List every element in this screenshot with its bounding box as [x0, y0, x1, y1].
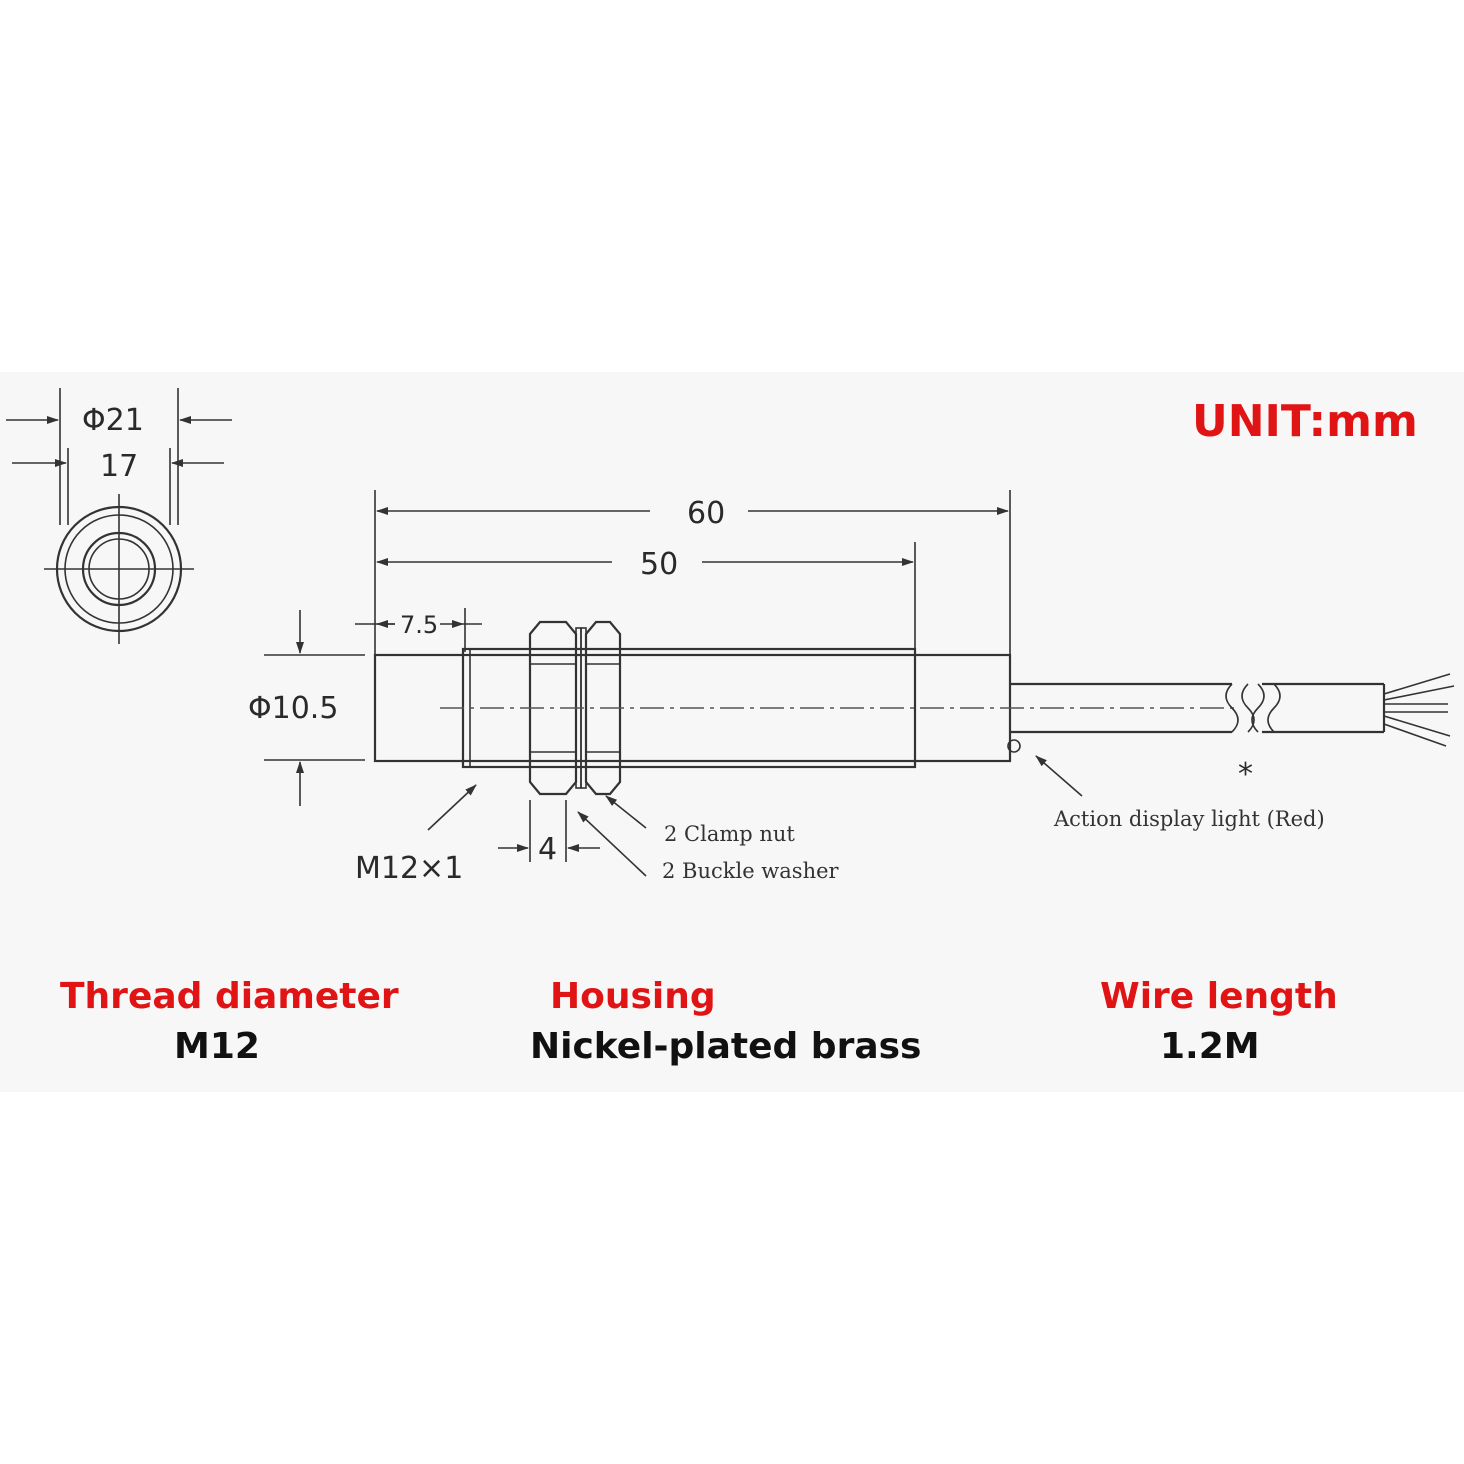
body-length-label: 50: [640, 547, 678, 582]
clamp-nut-callout: 2 Clamp nut: [664, 822, 795, 846]
cable: *: [1010, 673, 1455, 792]
indicator-callout: Action display light (Red): [1053, 807, 1325, 831]
body-diameter-label: Φ10.5: [248, 691, 338, 726]
spec-label-housing: Housing: [550, 976, 716, 1017]
thread-spec-label: M12×1: [355, 851, 463, 886]
clamp-nut-right: [584, 620, 622, 796]
sensor-body: [373, 620, 1240, 796]
callouts: 2 Clamp nut 2 Buckle washer Action displ…: [577, 755, 1325, 883]
spec-value-housing: Nickel-plated brass: [530, 1026, 922, 1067]
thread-start-label: 7.5: [400, 611, 438, 639]
unit-label: UNIT:mm: [1192, 396, 1418, 447]
spec-label-thread: Thread diameter: [60, 976, 399, 1017]
side-view-dimensions: 60 50 7.5 Φ10.5 4 M12×1: [248, 490, 1011, 886]
spec-label-wire: Wire length: [1100, 976, 1338, 1017]
nut-width-label: 4: [538, 832, 557, 867]
spec-value-wire: 1.2M: [1160, 1026, 1260, 1067]
end-view: Φ21 17: [6, 388, 232, 644]
cable-mark: *: [1238, 757, 1253, 792]
outer-diameter-label: Φ21: [82, 403, 144, 438]
overall-length-label: 60: [687, 496, 725, 531]
buckle-washer-callout: 2 Buckle washer: [662, 859, 840, 883]
indicator-light-icon: [1007, 739, 1021, 753]
spec-value-thread: M12: [174, 1026, 260, 1067]
inner-diameter-label: 17: [100, 449, 138, 484]
